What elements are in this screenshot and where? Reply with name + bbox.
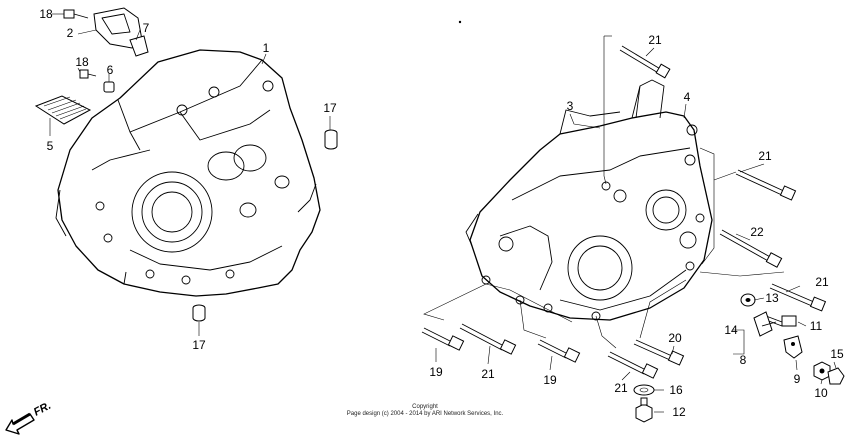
callout-8: 8	[740, 353, 747, 367]
callout-14: 14	[724, 323, 738, 337]
part-21-bolt-bottom-left	[459, 323, 517, 355]
part-7-clip	[129, 35, 149, 57]
callout-5: 5	[47, 139, 54, 153]
part-18-bolt-top	[63, 9, 89, 19]
callout-13: 13	[765, 291, 779, 305]
left-crankcase-half	[55, 49, 321, 297]
callout-11: 11	[810, 319, 823, 333]
part-16-washer	[633, 384, 655, 396]
callout-9: 9	[794, 372, 801, 386]
part-10-nut	[813, 361, 831, 381]
callout-12: 12	[672, 405, 686, 419]
part-15-cap	[827, 367, 845, 385]
callout-6: 6	[107, 63, 114, 77]
callout-16: 16	[669, 383, 683, 397]
part-21-bolt-right-lower	[769, 283, 827, 312]
copyright-footer: Copyright Page design (c) 2004 - 2014 by…	[0, 404, 850, 418]
part-19-bolt-left	[421, 327, 465, 351]
callout-17-right: 17	[323, 101, 337, 115]
callout-21-bottom-center: 21	[614, 381, 628, 395]
part-9-bracket	[783, 335, 803, 359]
part-21-bolt-right-upper	[735, 169, 797, 201]
part-20-bolt	[633, 339, 685, 366]
part-19-bolt-center	[537, 339, 581, 363]
callout-10: 10	[814, 386, 828, 400]
callout-21-bottom-left: 21	[481, 367, 495, 381]
part-17-dowel-bottom	[192, 304, 206, 322]
part-18-bolt-left	[79, 69, 97, 79]
callout-21-right-upper: 21	[758, 149, 772, 163]
callout-19-left: 19	[429, 365, 443, 379]
callout-1: 1	[263, 41, 270, 55]
callout-19-center: 19	[543, 373, 557, 387]
copyright-notice: Page design (c) 2004 - 2014 by ARI Netwo…	[346, 411, 504, 417]
part-2-cover	[93, 7, 143, 49]
part-6-dowel	[103, 81, 115, 93]
callout-2: 2	[67, 26, 74, 40]
callout-21-top: 21	[648, 33, 662, 47]
part-13-washer	[740, 293, 756, 307]
callout-3: 3	[567, 99, 574, 113]
part-22-long-bolt	[719, 229, 783, 268]
callout-15: 15	[830, 347, 844, 361]
stray-dot	[458, 20, 462, 24]
callout-4: 4	[684, 90, 691, 104]
part-21-bolt-top	[619, 45, 671, 79]
part-14-switch	[753, 311, 777, 337]
callout-numbers: 18 2 7 1 18 6 5 17 17 3 4 21 21 22 21 13…	[39, 7, 844, 419]
callout-7: 7	[143, 21, 150, 35]
part-21-bolt-bottom-center	[607, 351, 659, 379]
callout-18-top: 18	[39, 7, 53, 21]
leader-lines	[49, 13, 837, 413]
part-5-oil-screen	[34, 95, 92, 125]
copyright-title: Copyright	[412, 404, 438, 410]
callout-20: 20	[668, 331, 682, 345]
callout-22: 22	[750, 225, 764, 239]
callout-21-right-lower: 21	[815, 275, 829, 289]
callout-17-bottom: 17	[192, 338, 206, 352]
part-12-drain-bolt	[635, 397, 653, 423]
part-17-dowel-right	[324, 129, 338, 150]
right-crankcase-half	[465, 79, 713, 321]
callout-18-left: 18	[75, 55, 89, 69]
